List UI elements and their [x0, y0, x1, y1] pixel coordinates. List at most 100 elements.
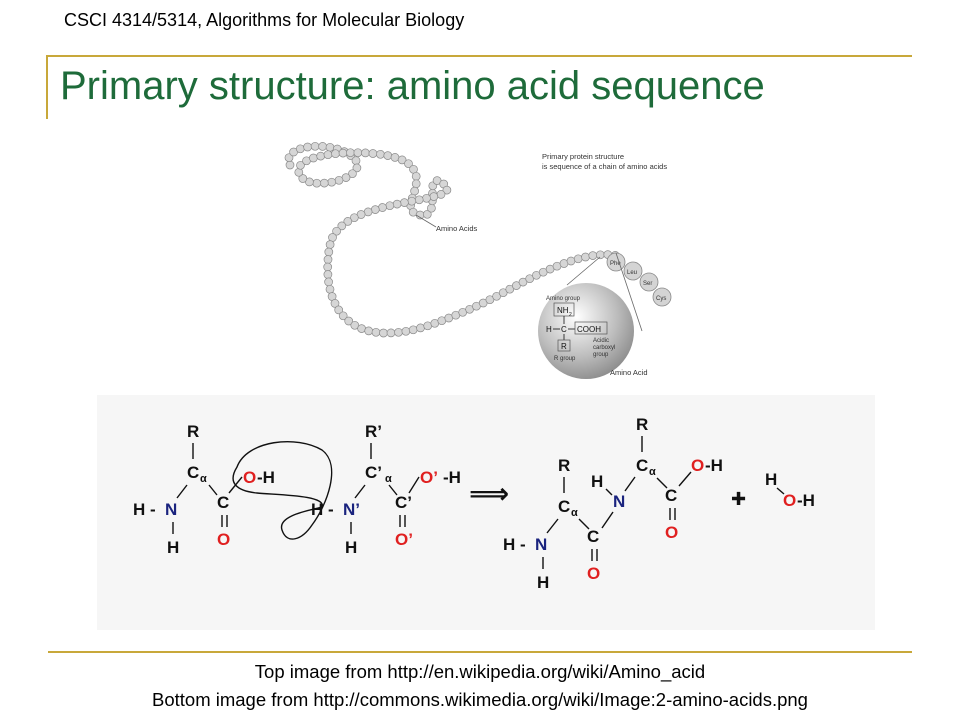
- amino-acid-label: Amino Acid: [610, 368, 648, 377]
- chain-bead: [351, 156, 361, 166]
- chain-bead: [310, 141, 320, 151]
- product-r-2: R: [636, 415, 648, 434]
- chain-bead: [296, 160, 305, 170]
- carboxyl-c-1: C: [217, 493, 229, 512]
- svg-text:α: α: [200, 473, 207, 485]
- chain-bead: [383, 151, 393, 160]
- carboxyl-c-2: C’: [395, 493, 412, 512]
- chain-bead: [379, 328, 388, 338]
- chain-bead: [327, 177, 337, 187]
- chain-bead: [429, 192, 439, 201]
- water-oh: -H: [797, 491, 815, 510]
- svg-text:α: α: [385, 473, 392, 485]
- product-h-1: H: [537, 573, 549, 592]
- oh-2: -H: [443, 468, 461, 487]
- svg-text:α: α: [649, 466, 656, 478]
- chain-bead: [325, 284, 335, 294]
- chain-bead: [411, 179, 421, 189]
- oh-1: -H: [257, 468, 275, 487]
- bead-label-phe: Phe: [610, 261, 621, 267]
- chain-bead: [319, 178, 329, 188]
- inset-acidic-1: Acidic: [593, 338, 609, 344]
- chain-bead: [411, 171, 421, 181]
- bead-label-ser: Ser: [643, 281, 652, 287]
- water-o: O: [783, 491, 796, 510]
- chain-bead: [316, 151, 326, 161]
- chain-bead: [416, 323, 425, 333]
- credit-bottom-image: Bottom image from http://commons.wikimed…: [152, 689, 808, 710]
- chain-bead: [334, 175, 344, 185]
- product-r-1: R: [558, 456, 570, 475]
- chain-bead: [352, 163, 362, 173]
- course-header: CSCI 4314/5314, Algorithms for Molecular…: [64, 10, 465, 30]
- n-1: N: [165, 500, 177, 519]
- chain-bead: [394, 327, 403, 337]
- product-o-1: O: [587, 564, 600, 583]
- chain-bead: [323, 150, 333, 160]
- product-o-2: O: [665, 523, 678, 542]
- c-alpha-2: C’: [365, 463, 382, 482]
- chain-bead: [505, 284, 515, 294]
- footer-rule: [48, 651, 912, 653]
- chain-bead: [338, 148, 348, 158]
- product-c-alpha-1: C: [558, 497, 570, 516]
- figure-caption-line2: is sequence of a chain of amino acids: [542, 162, 667, 171]
- chain-bead: [337, 221, 347, 231]
- h-dash-2: H -: [311, 500, 334, 519]
- chain-bead: [330, 299, 340, 308]
- chain-bead: [348, 169, 357, 179]
- plus-sign: ✚: [731, 489, 746, 509]
- chain-bead: [361, 148, 370, 158]
- n-2: N’: [343, 500, 360, 519]
- chain-bead: [442, 185, 452, 195]
- chain-bead: [427, 203, 436, 213]
- chain-bead: [324, 277, 333, 287]
- figure-caption-line1: Primary protein structure: [542, 152, 624, 161]
- water-h: H: [765, 470, 777, 489]
- bead-label-cys: Cys: [656, 296, 666, 302]
- chain-bead: [492, 291, 501, 301]
- inset-nh-sub: 2: [569, 312, 572, 318]
- c-alpha-1: C: [187, 463, 199, 482]
- protein-chain-figure: Primary protein structure is sequence of…: [284, 141, 672, 379]
- chain-bead: [323, 270, 333, 279]
- h-1: H: [167, 538, 179, 557]
- chain-bead: [370, 205, 380, 214]
- inset-r-group: R group: [554, 356, 576, 362]
- inset-nh: NH: [557, 306, 569, 315]
- chain-bead: [573, 254, 583, 264]
- chain-bead: [595, 250, 605, 260]
- o-hydroxyl-1: O: [243, 468, 256, 487]
- chain-bead: [566, 256, 576, 266]
- chain-bead: [331, 149, 340, 159]
- r-group-1: R: [187, 422, 199, 441]
- product-n-2: N: [613, 492, 625, 511]
- chain-bead: [284, 153, 294, 163]
- chain-bead: [378, 203, 387, 212]
- water-loop: [232, 440, 333, 540]
- chain-bead: [364, 326, 374, 336]
- amino-acid-inset: [538, 283, 634, 379]
- chain-bead: [407, 196, 417, 206]
- r-group-2: R’: [365, 422, 382, 441]
- product-carbonyl-c-1: C: [587, 527, 599, 546]
- product-carbonyl-c-2: C: [665, 486, 677, 505]
- chain-bead: [422, 193, 431, 203]
- chain-bead: [346, 148, 355, 158]
- chain-bead: [414, 195, 424, 205]
- chain-bead: [353, 148, 363, 158]
- inset-acidic-2: carboxyl: [593, 345, 615, 351]
- chain-bead: [436, 190, 446, 199]
- inset-acidic-3: group: [593, 352, 609, 358]
- h-2: H: [345, 538, 357, 557]
- o-carbonyl-2: O’: [395, 530, 413, 549]
- chain-bead: [298, 174, 308, 183]
- chain-bead: [309, 153, 318, 163]
- chain-bead: [408, 325, 418, 335]
- chain-bead: [349, 213, 359, 223]
- product-n-1: N: [535, 535, 547, 554]
- chain-bead: [512, 281, 521, 290]
- amino-acids-pointer: [415, 214, 437, 228]
- chain-bead: [338, 311, 348, 321]
- credit-top-image: Top image from http://en.wikipedia.org/w…: [254, 661, 706, 682]
